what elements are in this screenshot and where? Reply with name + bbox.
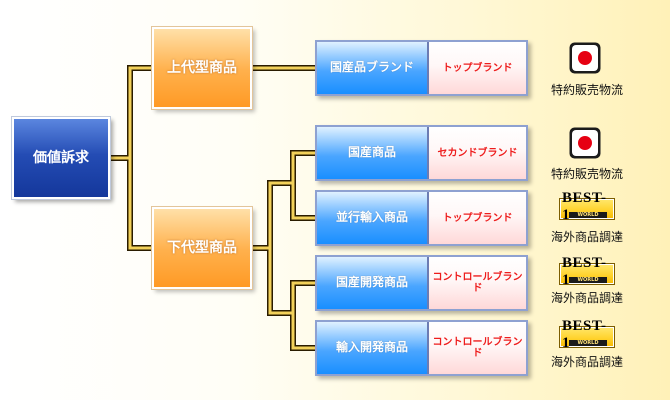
best-1-logo-text: BEST-1	[562, 190, 607, 223]
brand-type-cell: トップブランド	[427, 42, 526, 94]
distribution-caption: 特約販売物流	[550, 167, 623, 181]
rising-sun-icon	[569, 42, 601, 74]
product-type-cell: 並行輸入商品	[317, 192, 427, 244]
brand-type-label: トップブランド	[442, 212, 513, 224]
overseas-procurement-caption: 海外商品調達	[550, 291, 623, 305]
world-logo-text: WORLD	[569, 212, 607, 218]
brand-type-label: トップブランド	[442, 62, 513, 74]
product-row-5: 輸入開発商品 コントロールブランド	[315, 320, 528, 376]
product-row-4: 国産開発商品 コントロールブランド	[315, 255, 528, 311]
product-type-cell: 国産商品	[317, 127, 427, 179]
product-type-cell: 国産開発商品	[317, 257, 427, 309]
world-logo-text: WORLD	[569, 340, 607, 346]
brand-type-cell: セカンドブランド	[427, 127, 526, 179]
overseas-procurement-caption: 海外商品調達	[550, 355, 623, 369]
best-1-world-logo: BEST-1 WORLD	[559, 318, 615, 351]
product-type-label: 国産開発商品	[335, 275, 408, 290]
product-row-2: 国産商品 セカンドブランド	[315, 125, 528, 181]
product-type-label: 並行輸入商品	[335, 210, 408, 225]
rising-sun-icon	[569, 127, 601, 159]
best-1-world-logo: BEST-1 WORLD	[559, 190, 615, 223]
best-1-world-logo: BEST-1 WORLD	[559, 255, 615, 288]
distribution-caption: 特約販売物流	[550, 83, 623, 97]
best-1-logo-text: BEST-1	[562, 255, 607, 288]
brand-type-cell: コントロールブランド	[427, 257, 526, 309]
value-appeal-label: 価値訴求	[33, 149, 89, 166]
product-row-3: 並行輸入商品 トップブランド	[315, 190, 528, 246]
best-1-logo-text: BEST-1	[562, 318, 607, 351]
brand-type-label: コントロールブランド	[432, 272, 523, 294]
brand-type-label: セカンドブランド	[437, 147, 518, 159]
lower-category-label: 下代型商品	[167, 239, 237, 256]
brand-type-cell: トップブランド	[427, 192, 526, 244]
brand-type-label: コントロールブランド	[432, 337, 523, 359]
overseas-procurement-caption: 海外商品調達	[550, 230, 623, 244]
product-type-cell: 輸入開発商品	[317, 322, 427, 374]
world-logo-text: WORLD	[569, 277, 607, 283]
lower-category-box: 下代型商品	[151, 206, 253, 290]
product-type-cell: 国産品ブランド	[317, 42, 427, 94]
upper-category-label: 上代型商品	[167, 59, 237, 76]
product-type-label: 国産品ブランド	[329, 60, 414, 75]
product-type-label: 国産商品	[347, 145, 396, 160]
product-type-label: 輸入開発商品	[335, 340, 408, 355]
upper-category-box: 上代型商品	[151, 26, 253, 110]
brand-type-cell: コントロールブランド	[427, 322, 526, 374]
product-row-1: 国産品ブランド トップブランド	[315, 40, 528, 96]
value-appeal-box: 価値訴求	[11, 116, 111, 200]
